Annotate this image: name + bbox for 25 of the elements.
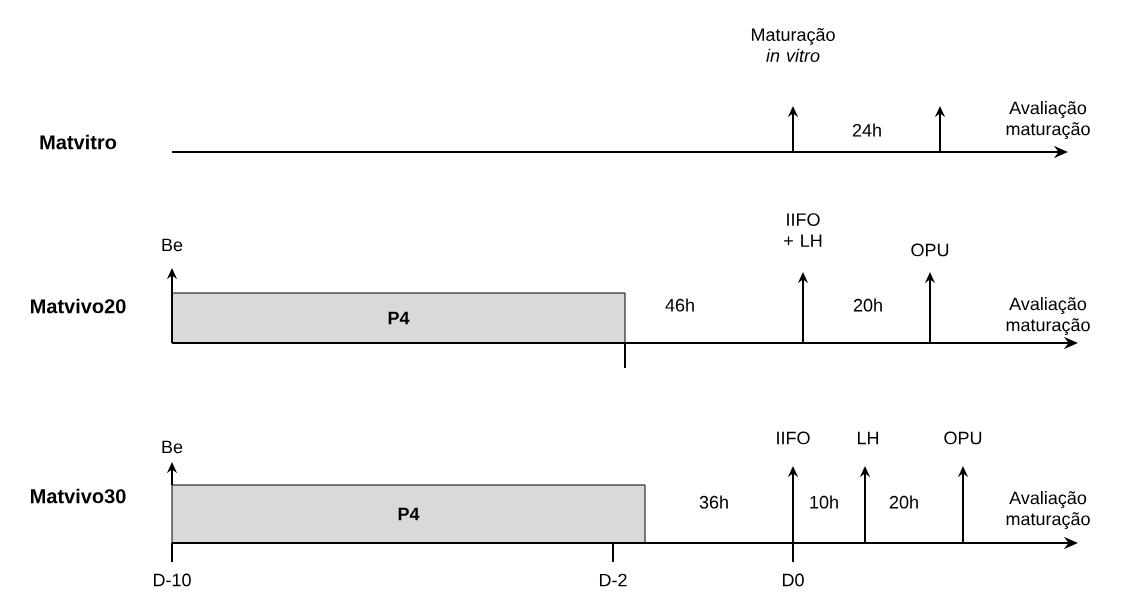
outcome-label: Avaliação maturação <box>1006 101 1090 139</box>
day-label: D-2 <box>600 573 627 587</box>
day-label: D-10 <box>154 573 191 587</box>
outcome-label: Avaliação maturação <box>1006 491 1090 529</box>
event-label: OPU <box>944 431 982 445</box>
duration-label: 20h <box>853 298 882 312</box>
event-label: IIFO <box>777 431 810 445</box>
row-label: Matvivo30 <box>31 488 126 504</box>
outcome-label: Avaliação maturação <box>1006 297 1090 335</box>
event-label: LH <box>858 431 879 445</box>
row-label: Matvivo20 <box>31 298 126 314</box>
p4-bar: P4 <box>171 484 646 544</box>
duration-label: 20h <box>889 495 918 509</box>
event-label: Maturação in vitro <box>751 27 835 63</box>
p4-bar: P4 <box>171 292 626 344</box>
duration-label: 46h <box>665 298 694 312</box>
duration-label: 36h <box>699 495 728 509</box>
event-label: IIFO + LH <box>784 213 822 247</box>
event-label: Be <box>162 440 183 454</box>
event-label: Be <box>162 238 183 252</box>
day-label: D0 <box>783 573 804 587</box>
event-label: OPU <box>911 243 949 257</box>
row-label: Matvitro <box>40 134 117 150</box>
duration-label: 24h <box>852 123 881 137</box>
duration-label: 10h <box>810 495 838 509</box>
